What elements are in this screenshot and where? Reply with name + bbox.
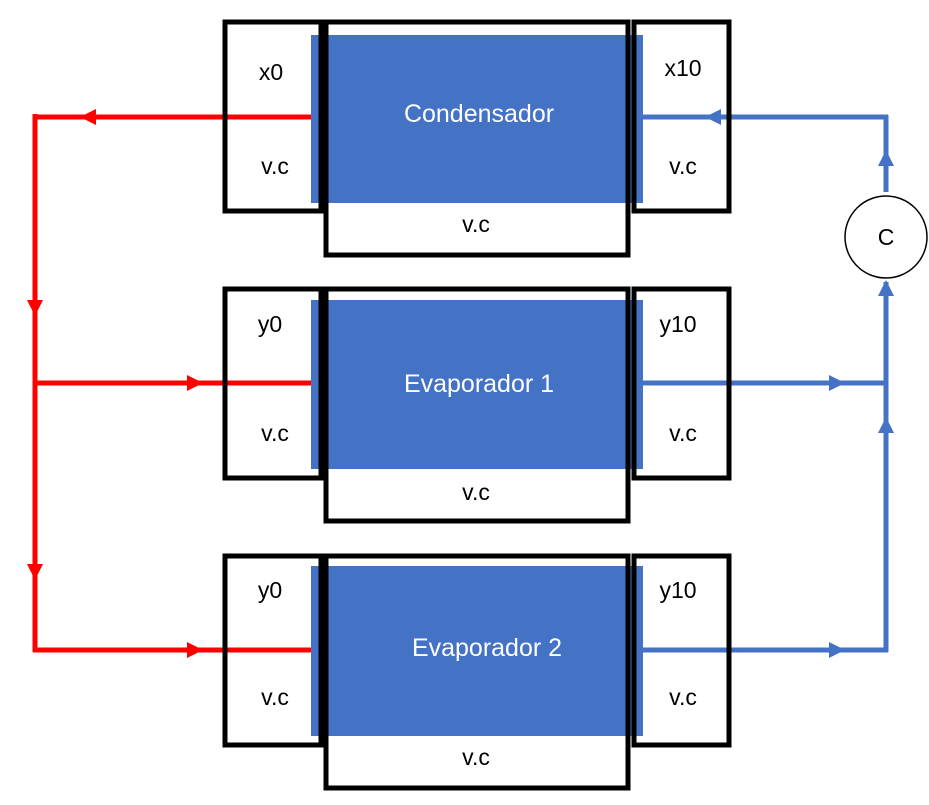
condenser-left-bottom-label: v.c (261, 153, 289, 179)
evaporator2-right-box (631, 553, 732, 748)
evaporator1-left-bottom-label: v.c (261, 420, 289, 446)
compressor-circle (844, 195, 928, 279)
arrow-up-icon (878, 150, 894, 166)
arrow-down-icon (27, 564, 43, 580)
evaporator1-body-box (323, 286, 631, 524)
condenser-right-bottom-label: v.c (669, 153, 697, 179)
evaporator2-left-top-label: y0 (258, 577, 282, 603)
arrow-up-icon (878, 280, 894, 296)
vapor-arrows (705, 109, 894, 658)
condenser-right-top-label: x10 (664, 55, 701, 81)
condenser-body-fill (325, 35, 630, 203)
arrow-right-icon (829, 642, 845, 658)
evaporator1-name: Evaporador 1 (404, 370, 554, 398)
evaporator2-right-top-label: y10 (659, 577, 696, 603)
vapor-lines (643, 114, 889, 653)
evaporator2-unit: Evaporador 2 y0 v.c y10 v.c v.c (222, 553, 732, 791)
arrow-up-icon (878, 417, 894, 433)
arrow-left-icon (705, 109, 721, 125)
evaporator2-left-box (222, 553, 324, 748)
evaporator2-body-box (323, 553, 631, 791)
evaporator1-left-top-label: y0 (258, 311, 282, 337)
arrow-right-icon (187, 642, 203, 658)
evaporator1-body-fill (325, 300, 630, 469)
arrow-down-icon (27, 300, 43, 316)
evaporator1-right-box (631, 286, 732, 481)
evaporator1-right-top-label: y10 (659, 311, 696, 337)
evaporator2-body-bottom-label: v.c (462, 744, 490, 770)
condenser-right-box (631, 19, 732, 214)
evaporator1-unit: Evaporador 1 y0 v.c y10 v.c v.c (222, 286, 732, 524)
evaporator1-left-box (222, 286, 324, 481)
evaporator1-body-bottom-label: v.c (462, 479, 490, 505)
condenser-unit: Condensador x0 v.c x10 v.c v.c (222, 19, 732, 258)
arrow-right-icon (829, 375, 845, 391)
liquid-lines (32, 114, 312, 653)
evaporator2-left-bottom-label: v.c (261, 684, 289, 710)
arrow-right-icon (187, 375, 203, 391)
compressor-label: C (878, 224, 895, 250)
evaporator2-body-fill (325, 566, 630, 736)
condenser-left-top-label: x0 (259, 59, 283, 85)
arrow-left-icon (80, 109, 96, 125)
condenser-left-box (222, 19, 324, 214)
condenser-body-box (323, 19, 631, 258)
condenser-name: Condensador (404, 100, 554, 128)
condenser-body-bottom-label: v.c (462, 211, 490, 237)
liquid-arrows (27, 109, 203, 658)
evaporator1-right-bottom-label: v.c (669, 420, 697, 446)
evaporator2-right-bottom-label: v.c (669, 684, 697, 710)
compressor: C (844, 195, 928, 279)
evaporator2-name: Evaporador 2 (412, 634, 562, 662)
